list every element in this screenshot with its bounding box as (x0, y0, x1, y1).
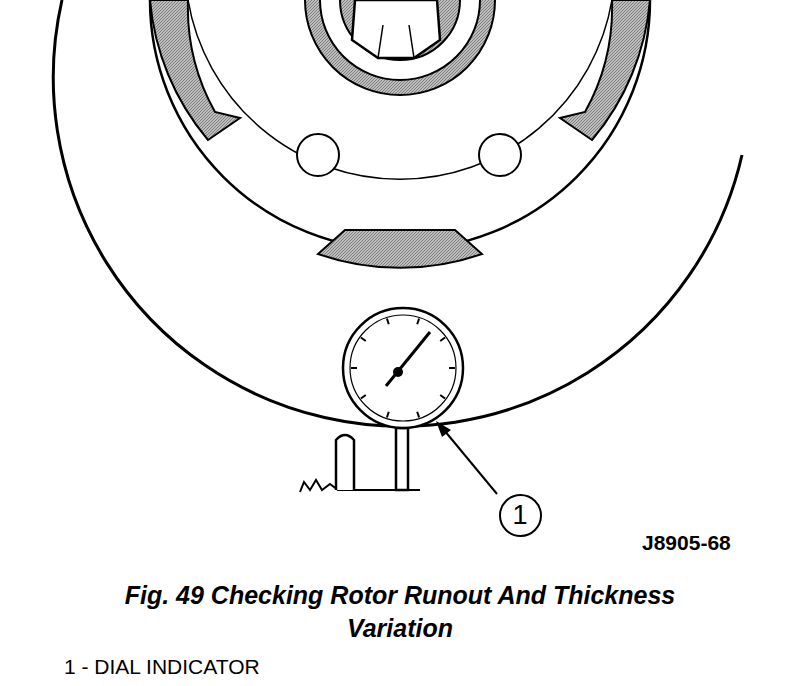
hub-shading-bottom (318, 230, 482, 268)
dial-tick (417, 319, 419, 325)
dial-tick (387, 319, 389, 325)
dial-tick (361, 337, 366, 341)
indicator-stem (396, 428, 408, 490)
dial-tick (440, 337, 445, 341)
dial-face (350, 315, 456, 421)
figure-code: J8905-68 (642, 531, 731, 555)
hub-shading-left (150, 0, 240, 140)
dial-pivot (393, 367, 403, 377)
nut-edge (409, 25, 414, 58)
part-legend: 1 - DIAL INDICATOR (64, 655, 260, 679)
dial-tick (440, 395, 445, 399)
bolt-hole (297, 134, 339, 176)
dial-tick (361, 395, 366, 399)
dial-tick (449, 367, 455, 369)
hub-shading-right (560, 0, 650, 140)
nut-edge (378, 25, 383, 58)
mount-post (336, 435, 354, 490)
dial-ticks (351, 319, 455, 418)
hub-ring (340, 0, 460, 60)
dial-tick (387, 412, 389, 418)
dial-face (343, 308, 463, 428)
hub-outline (150, 0, 650, 250)
hub-ring (305, 0, 495, 95)
dial-tick (417, 412, 419, 418)
hub-nut (352, 0, 440, 58)
bolt-hole (479, 134, 521, 176)
leader-line (444, 430, 497, 494)
hub-inner (188, 0, 612, 179)
dial-needle (386, 332, 430, 386)
callout-number: 1 (512, 502, 527, 529)
hub-ring (320, 0, 480, 80)
figure-caption: Fig. 49 Checking Rotor Runout And Thickn… (70, 579, 730, 645)
dial-tick (351, 367, 357, 369)
callout-circle: 1 (499, 494, 542, 537)
leader-arrowhead (436, 421, 451, 437)
